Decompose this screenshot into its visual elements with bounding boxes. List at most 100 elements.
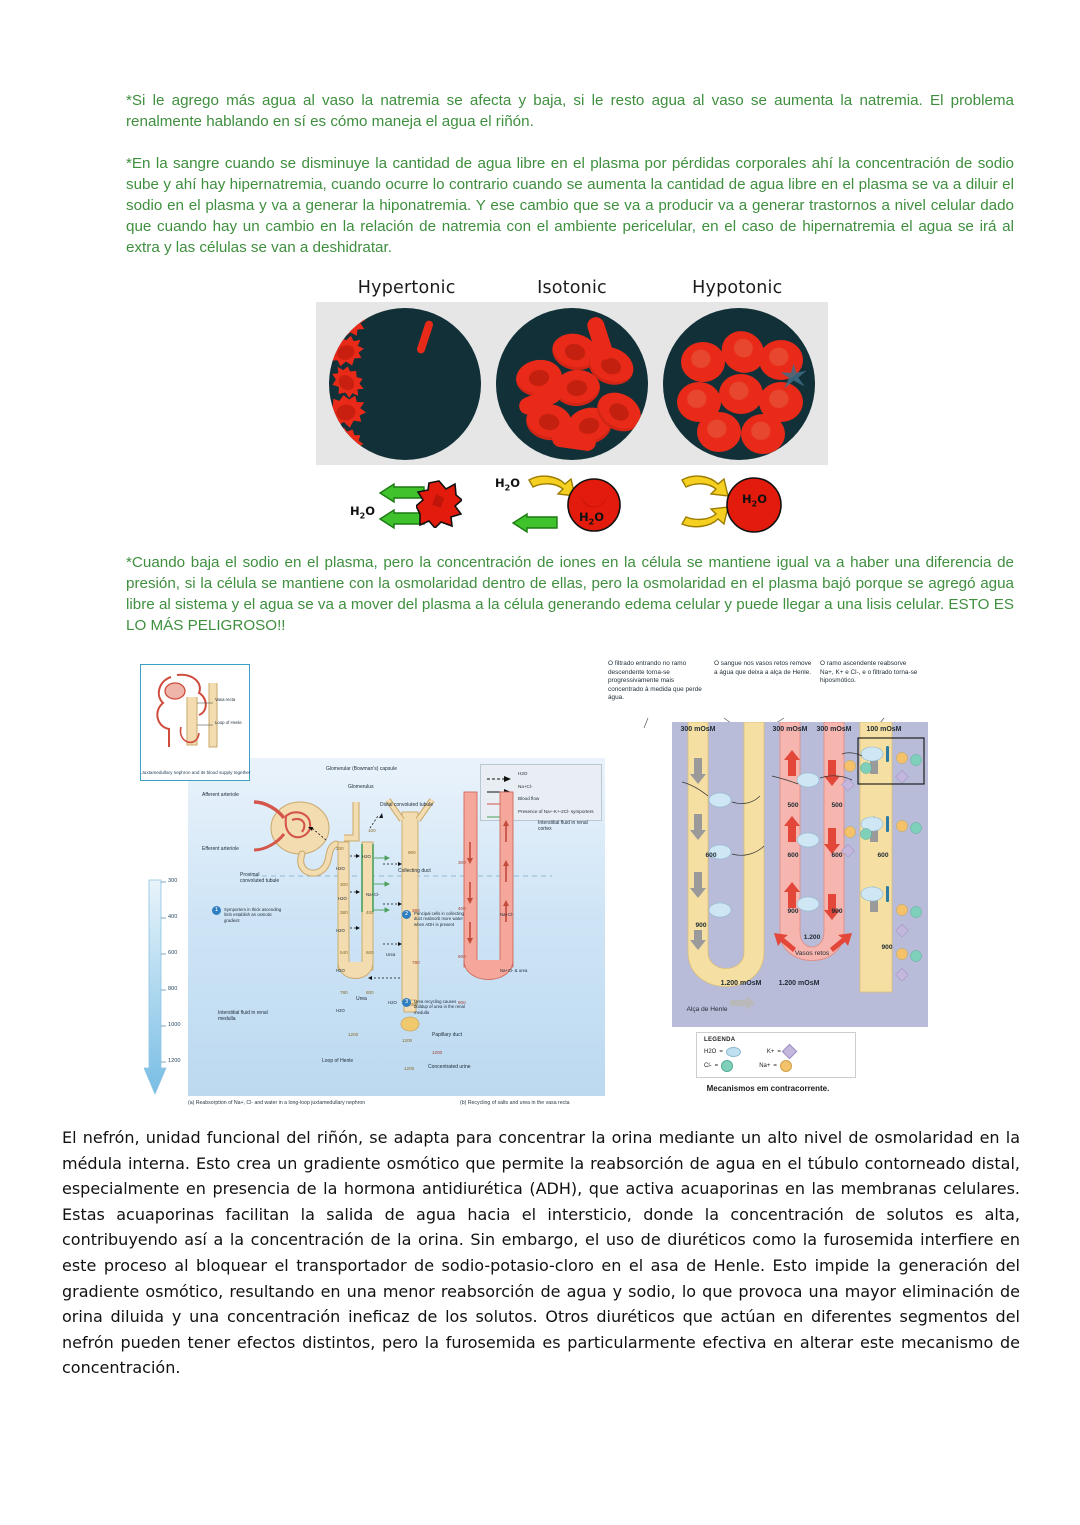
water-in-arrow: [680, 504, 732, 530]
label-papillary-duct: Papillary duct: [432, 1032, 463, 1038]
crenated-cell: [416, 319, 435, 354]
legend-label-na: Na+: [759, 1063, 771, 1069]
h2o-marker: H2O: [338, 896, 347, 901]
mosm-600-a: 600: [705, 852, 717, 859]
tubule-number: 900: [408, 850, 416, 855]
inset-label-loop-of-henle: Loop of Henle: [215, 720, 242, 725]
nephron-inset: Vasa recta Loop of Henle Juxtamedullary …: [140, 664, 251, 781]
note-1-text: *Si le agrego más agua al vaso la natrem…: [126, 92, 1014, 130]
counter-note-descending: O filtrado entrando no ramo descendente …: [608, 660, 702, 702]
tonicity-label-hypertonic: Hypertonic: [357, 278, 456, 298]
mosm-900-c: 900: [695, 922, 707, 929]
annotation-text-2: Principal cells in collecting duct reabs…: [414, 911, 464, 927]
label-urea: Urea: [356, 996, 367, 1002]
crenated-cell: [329, 422, 368, 460]
label-afferent-arteriole: Afferent arteriole: [202, 792, 239, 798]
water-flow-hypotonic: H2O: [658, 468, 828, 548]
label-efferent-arteriole: Efferent arteriole: [202, 846, 239, 852]
legend-title: LEGENDA: [704, 1037, 736, 1043]
water-in-arrow: [527, 474, 579, 500]
legend-label-nacl: Na+Cl-: [518, 783, 533, 789]
annotation-2: 2 Principal cells in collecting duct rea…: [402, 902, 466, 927]
mosm-900-a: 900: [787, 908, 799, 915]
scale-value-300: 300: [168, 878, 178, 884]
tubule-number: 540: [340, 950, 348, 955]
scale-value-800: 800: [168, 986, 178, 992]
label-distal-convoluted-tubule: Distal convoluted tubule: [380, 802, 434, 808]
vasa-number: 780: [412, 960, 420, 965]
figure-caption-b: (b) Recycling of salts and urea in the v…: [460, 1100, 570, 1106]
annotation-number-3: 3: [402, 998, 411, 1007]
mosm-ascending-top: 100 mOsM: [866, 726, 902, 733]
circle-icon-na: [779, 1060, 792, 1072]
figures-row: Vasa recta Loop of Henle Juxtamedullary …: [0, 660, 1080, 1110]
scale-value-600: 600: [168, 950, 178, 956]
equals-sign: =: [714, 1063, 719, 1069]
equals-sign: =: [777, 1048, 781, 1055]
vasa-number: 380: [412, 908, 420, 913]
mosm-1200-left: 1.200 mOsM: [720, 980, 762, 987]
nacl-marker: Na+Cl-: [366, 892, 380, 897]
water-out-arrow: [378, 482, 426, 504]
annotation-text-1: Symporters in thick ascending limb estab…: [224, 907, 282, 923]
water-in-arrow: [680, 474, 732, 500]
tubule-number: 800: [366, 990, 374, 995]
tonicity-labels: Hypertonic Isotonic Hypotonic: [316, 278, 828, 302]
h2o-label: H2O: [495, 476, 520, 493]
urea-label: Urea: [386, 952, 396, 957]
oval-icon: [725, 1046, 741, 1057]
nacl-marker: Na+Cl-: [500, 912, 514, 917]
bottom-paragraph: El nefrón, unidad funcional del riñón, s…: [62, 1128, 1020, 1378]
water-out-arrow: [511, 512, 559, 534]
annotation-number-2: 2: [402, 910, 411, 919]
equals-sign: =: [719, 1048, 723, 1055]
label-concentrated-urine: Concentrated urine: [428, 1064, 471, 1070]
vasa-number: 800: [458, 1000, 466, 1005]
legend-label-h2o: H2O: [518, 771, 528, 776]
tubule-number: 1000: [408, 1002, 419, 1007]
tonicity-label-hypotonic: Hypotonic: [692, 278, 783, 298]
legend-row-top: H2O = K+ =: [704, 1043, 848, 1060]
scale-value-400: 400: [168, 914, 178, 920]
h2o-marker: H2O: [336, 1008, 345, 1013]
countercurrent-notes: O filtrado entrando no ramo descendente …: [608, 660, 928, 722]
tubule-number: 400: [366, 910, 374, 915]
dish-hypertonic: [329, 307, 482, 460]
label-glomerulus: Glomerulus: [348, 784, 374, 790]
tubule-number: 380: [340, 910, 348, 915]
tonicity-figure: Hypertonic Isotonic Hypotonic: [316, 278, 828, 465]
equals-sign: =: [773, 1063, 777, 1069]
mosm-descending-top: 300 mOsM: [680, 726, 716, 733]
countercurrent-caption: Mecanismos em contracorrente.: [706, 1084, 830, 1093]
mosm-vasa-left-top: 300 mOsM: [772, 726, 808, 733]
legend-label-k: K+: [766, 1048, 775, 1055]
h2o-marker: H2O: [362, 854, 371, 859]
tubule-number: 1200: [402, 1038, 413, 1043]
circle-icon-cl: [721, 1060, 734, 1072]
crenated-cell: [329, 392, 369, 433]
vasa-number: 600: [458, 954, 466, 959]
mosm-900-d: 900: [881, 944, 893, 951]
label-loop-of-henle: Loop of Henle: [322, 1058, 354, 1064]
tubule-number: 300: [340, 882, 348, 887]
legend-row-bottom: Cl- = Na+ =: [704, 1060, 848, 1072]
swollen-rbc: [718, 373, 763, 414]
h2o-label-inside: H2O: [742, 492, 767, 509]
dish-isotonic: [495, 307, 648, 460]
swollen-rbc-icon: [726, 476, 782, 539]
annotation-1: 1 Symporters in thick ascending limb est…: [212, 898, 284, 923]
tubule-number: 100: [368, 828, 376, 833]
annotation-3: 3 Urea recycling causes buildup of urea …: [402, 990, 466, 1015]
label-alca-de-henle: Alça de Henle: [686, 1006, 728, 1013]
inset-label-vasa-recta: Vasa recta: [215, 697, 236, 702]
diamond-icon: [781, 1043, 798, 1060]
note-2-text: *En la sangre cuando se disminuye la can…: [126, 155, 1014, 256]
note-3-text: *Cuando baja el sodio en el plasma, pero…: [126, 554, 1014, 634]
water-flow-isotonic: H2O H2O: [487, 468, 657, 548]
label-vasos-retos: Vasos retos: [794, 950, 830, 957]
osmolality-scale: 300 400 600 800 1000 1200: [144, 878, 184, 1098]
dashed-arrow-icon: [487, 770, 513, 782]
scale-value-1200: 1200: [168, 1058, 181, 1064]
h2o-marker: H2O: [336, 928, 345, 933]
